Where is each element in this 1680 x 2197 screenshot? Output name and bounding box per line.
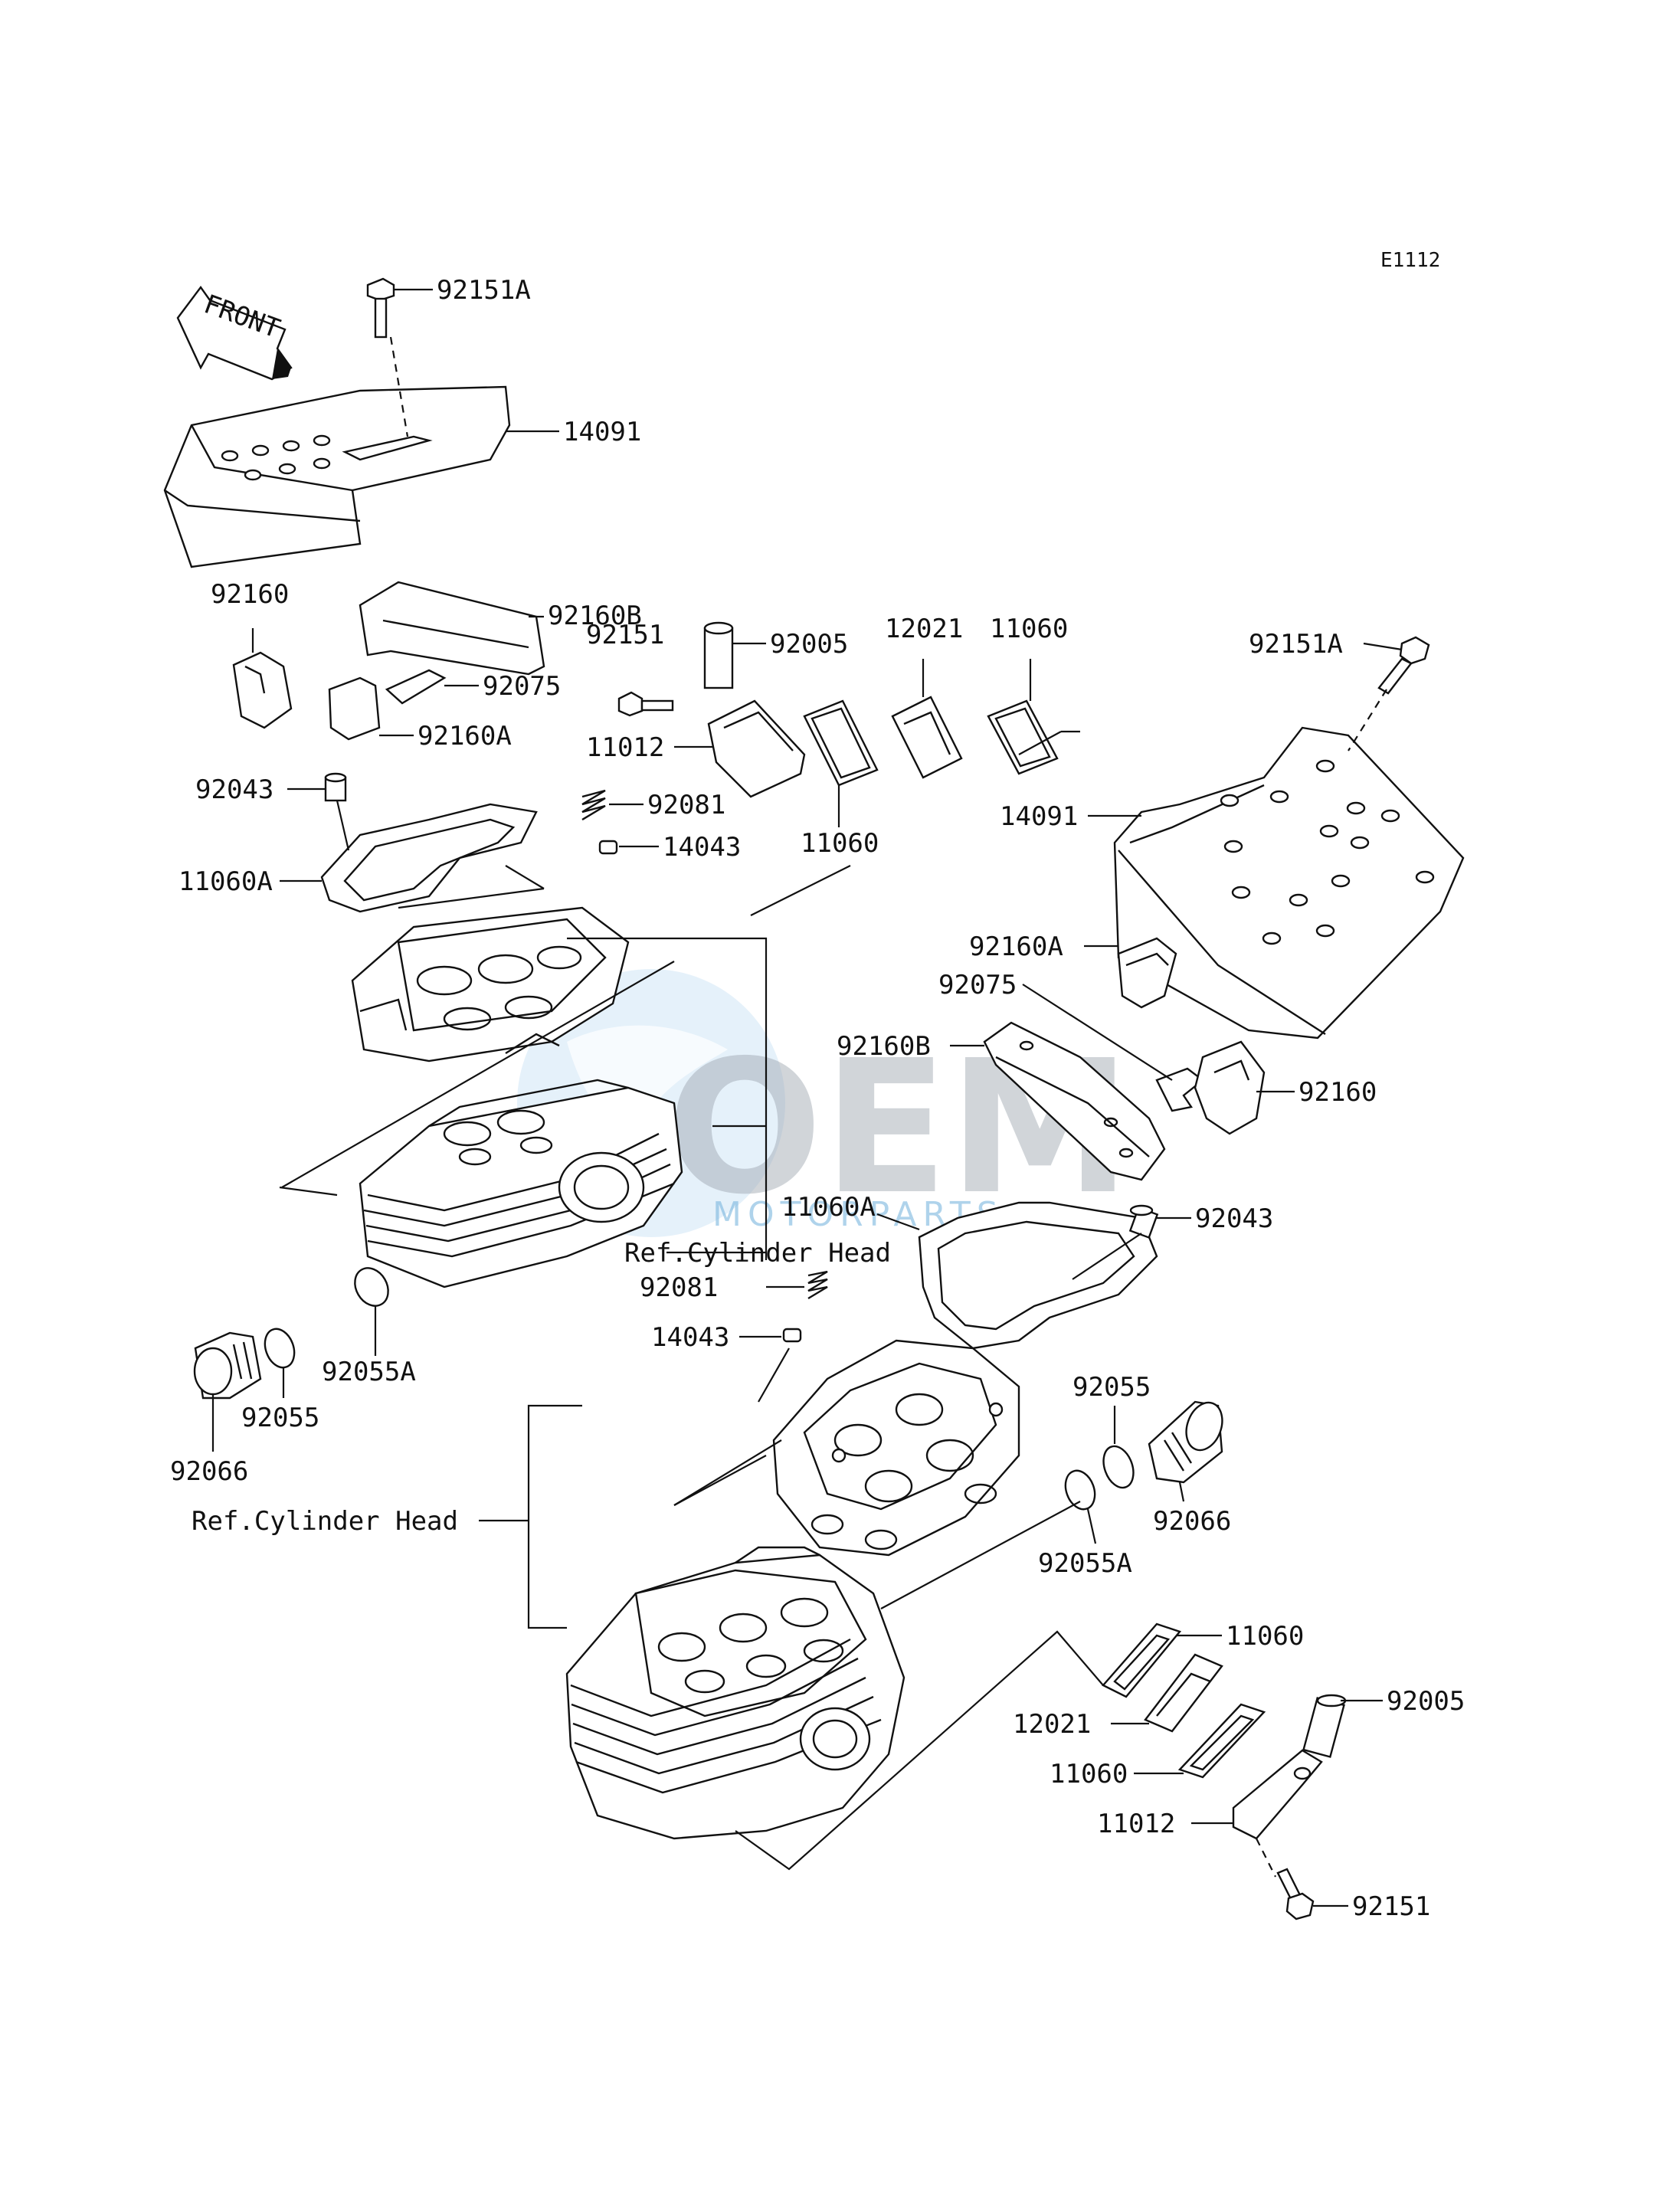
label-11060-bottom2: 11060 xyxy=(1050,1759,1128,1789)
label-92151-bottom: 92151 xyxy=(1352,1891,1430,1922)
cap-14043-top xyxy=(598,840,659,855)
fitting-92066-left xyxy=(193,1331,262,1452)
gasket-11060-bottom1 xyxy=(1102,1622,1222,1698)
bolt-92151-bottom xyxy=(1256,1838,1348,1920)
label-11060-top: 11060 xyxy=(990,614,1068,644)
label-92081-mid: 92081 xyxy=(640,1272,718,1303)
label-92005-top: 92005 xyxy=(770,629,848,660)
label-92160-right: 92160 xyxy=(1298,1077,1377,1108)
ref-cylinder-head-lower: Ref.Cylinder Head xyxy=(192,1506,458,1537)
label-92043-right: 92043 xyxy=(1195,1203,1273,1234)
gasket-11060-b-top xyxy=(987,659,1080,775)
label-92066-left: 92066 xyxy=(170,1456,248,1487)
cylinder-head-upper-main xyxy=(359,1079,683,1288)
spring-92081-top xyxy=(581,789,644,821)
spring-92081-mid xyxy=(766,1270,828,1300)
label-92066-right: 92066 xyxy=(1153,1506,1231,1537)
label-92055A-left: 92055A xyxy=(322,1357,416,1387)
damper-92075-top xyxy=(385,669,479,705)
label-92151-top: 92151 xyxy=(586,620,664,650)
bolt-92151A-top xyxy=(366,277,433,437)
clip-92160A-top xyxy=(328,676,414,741)
label-92075-top: 92075 xyxy=(483,671,561,702)
part-labels: 92151A 14091 92160 92160B 92151 92005 12… xyxy=(170,275,1465,1922)
pipe-92005-bottom xyxy=(1302,1694,1383,1758)
label-92075-right: 92075 xyxy=(938,970,1017,1000)
label-11012-top: 11012 xyxy=(586,732,664,763)
fitting-92066-right xyxy=(1148,1400,1223,1502)
label-12021-bottom: 12021 xyxy=(1013,1709,1091,1740)
bolt-92151A-right xyxy=(1348,636,1430,751)
oring-92055-right xyxy=(1102,1406,1135,1489)
label-92160A-right: 92160A xyxy=(969,932,1063,962)
label-92005-bottom: 92005 xyxy=(1387,1686,1465,1717)
label-92055-left: 92055 xyxy=(241,1403,319,1433)
label-11060A-mid: 11060A xyxy=(781,1192,876,1223)
breather-cover-11012-top xyxy=(674,699,806,798)
bolt-92151-top xyxy=(617,691,674,717)
oring-92055A-right xyxy=(1064,1469,1097,1544)
clip-92160A-right xyxy=(1084,937,1177,1009)
label-14043-top: 14043 xyxy=(663,832,741,863)
label-14091-right: 14091 xyxy=(1000,801,1078,832)
label-14091-top: 14091 xyxy=(563,417,641,447)
cap-14043-mid xyxy=(739,1328,802,1403)
gasket-11060-a-top xyxy=(803,699,879,827)
valve-cover-top-left xyxy=(163,385,511,568)
breather-cover-11012-bottom xyxy=(1191,1749,1323,1840)
label-14043-mid: 14043 xyxy=(651,1322,729,1353)
oring-92055A-left xyxy=(354,1267,389,1356)
label-11060A-top: 11060A xyxy=(178,866,273,897)
spacer-92043-top xyxy=(287,772,347,802)
cylinder-head-lower-main xyxy=(565,1546,905,1840)
diagram-code: E1112 xyxy=(1380,249,1440,272)
label-11060-mid: 11060 xyxy=(801,828,879,859)
label-11012-bottom: 11012 xyxy=(1097,1809,1175,1839)
label-92151A-top: 92151A xyxy=(437,275,531,306)
gasket-11060A-top xyxy=(280,800,538,913)
oring-92055-left xyxy=(264,1328,296,1398)
label-92160A-top: 92160A xyxy=(418,721,512,751)
spacer-92043-right xyxy=(1072,1204,1191,1280)
label-92160-left: 92160 xyxy=(211,579,289,610)
label-92151A-right: 92151A xyxy=(1249,629,1343,660)
label-92055A-right: 92055A xyxy=(1038,1548,1132,1579)
cover-strip-92160B-top xyxy=(359,581,545,676)
damper-92075-right xyxy=(1022,984,1204,1112)
label-12021-top: 12021 xyxy=(885,614,963,644)
label-11060-bottom1: 11060 xyxy=(1226,1621,1304,1652)
label-92043-top: 92043 xyxy=(195,774,273,805)
cover-strip-92160B-right xyxy=(950,1021,1166,1181)
clip-92160-right xyxy=(1194,1040,1295,1135)
label-92081-top: 92081 xyxy=(647,790,725,820)
cylinder-head-lower-rear xyxy=(772,1339,1020,1557)
label-92160B-top: 92160B xyxy=(548,601,642,631)
gasket-11060A-mid xyxy=(876,1201,1158,1350)
pipe-92005-top xyxy=(703,621,766,689)
gasket-11060-bottom2 xyxy=(1134,1703,1266,1779)
clip-92160-left xyxy=(232,628,293,729)
label-92055-right: 92055 xyxy=(1073,1372,1151,1403)
ref-cylinder-head-upper: Ref.Cylinder Head xyxy=(624,1238,891,1269)
cylinder-head-upper-rear xyxy=(351,906,630,1062)
plate-12021-top xyxy=(891,659,963,779)
plate-12021-bottom xyxy=(1111,1653,1223,1733)
valve-cover-right xyxy=(1088,726,1465,1040)
label-92160B-right: 92160B xyxy=(837,1031,931,1062)
front-arrow-icon: FRONT xyxy=(176,285,293,381)
